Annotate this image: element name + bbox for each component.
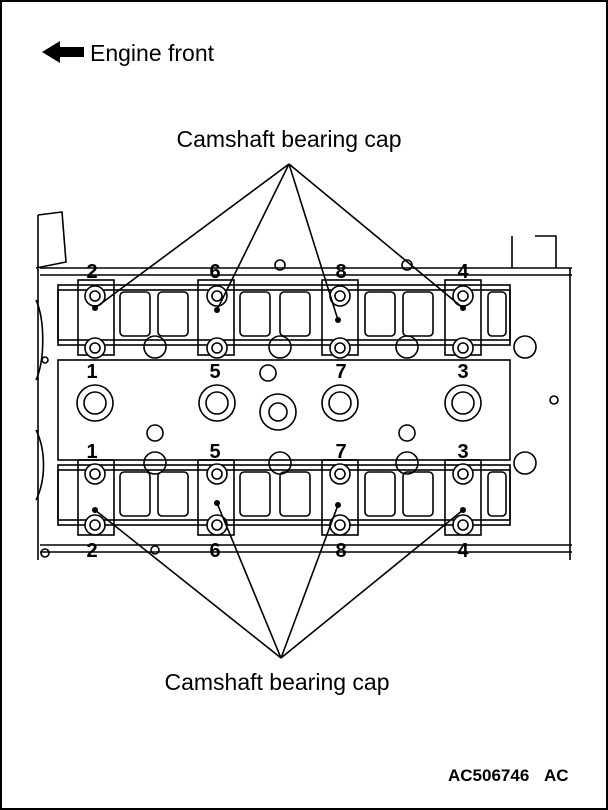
legend-label: Engine front: [90, 40, 215, 66]
callout-bottom: Camshaft bearing cap: [164, 669, 389, 695]
bolt-number: 4: [457, 261, 469, 283]
callout-top: Camshaft bearing cap: [176, 126, 401, 152]
cylinder-head: [35, 211, 572, 560]
bearing-cap-bolts: [84, 285, 474, 536]
bolt-number: 2: [86, 540, 97, 562]
bolt: [84, 337, 106, 359]
leader-lines-top: [94, 163, 464, 321]
bolt-number: 8: [335, 540, 346, 562]
bolt: [329, 463, 351, 485]
bolt: [206, 337, 228, 359]
bolt: [329, 514, 351, 536]
bolt: [452, 463, 474, 485]
bolt: [329, 337, 351, 359]
bolt: [84, 514, 106, 536]
bolt: [329, 285, 351, 307]
bolt-number: 5: [209, 441, 220, 463]
bolt-number: 8: [335, 261, 346, 283]
bolt: [84, 463, 106, 485]
bolt-number: 5: [209, 361, 220, 383]
left-arrow-icon: [42, 41, 84, 63]
bolt: [452, 514, 474, 536]
bolt-number: 3: [457, 441, 468, 463]
leader-dots: [92, 305, 466, 513]
bolt-number: 3: [457, 361, 468, 383]
figure-code: AC506746: [448, 766, 529, 785]
figure-code-suffix: AC: [544, 766, 569, 785]
bolt-number: 7: [335, 361, 346, 383]
bolt-number: 7: [335, 441, 346, 463]
bolt-number: 4: [457, 540, 469, 562]
bolt-numbers: 2 6 8 4 1 5 7 3 1 5 7 3 2 6 8 4: [86, 261, 469, 562]
bolt: [452, 285, 474, 307]
leader-lines-bottom: [94, 502, 464, 659]
bolt: [452, 337, 474, 359]
bolt-number: 6: [209, 261, 220, 283]
bolt-number: 6: [209, 540, 220, 562]
bolt-number: 1: [86, 441, 97, 463]
bolt-number: 2: [86, 261, 97, 283]
bolt: [206, 463, 228, 485]
bolt-number: 1: [86, 361, 97, 383]
bolt: [206, 514, 228, 536]
